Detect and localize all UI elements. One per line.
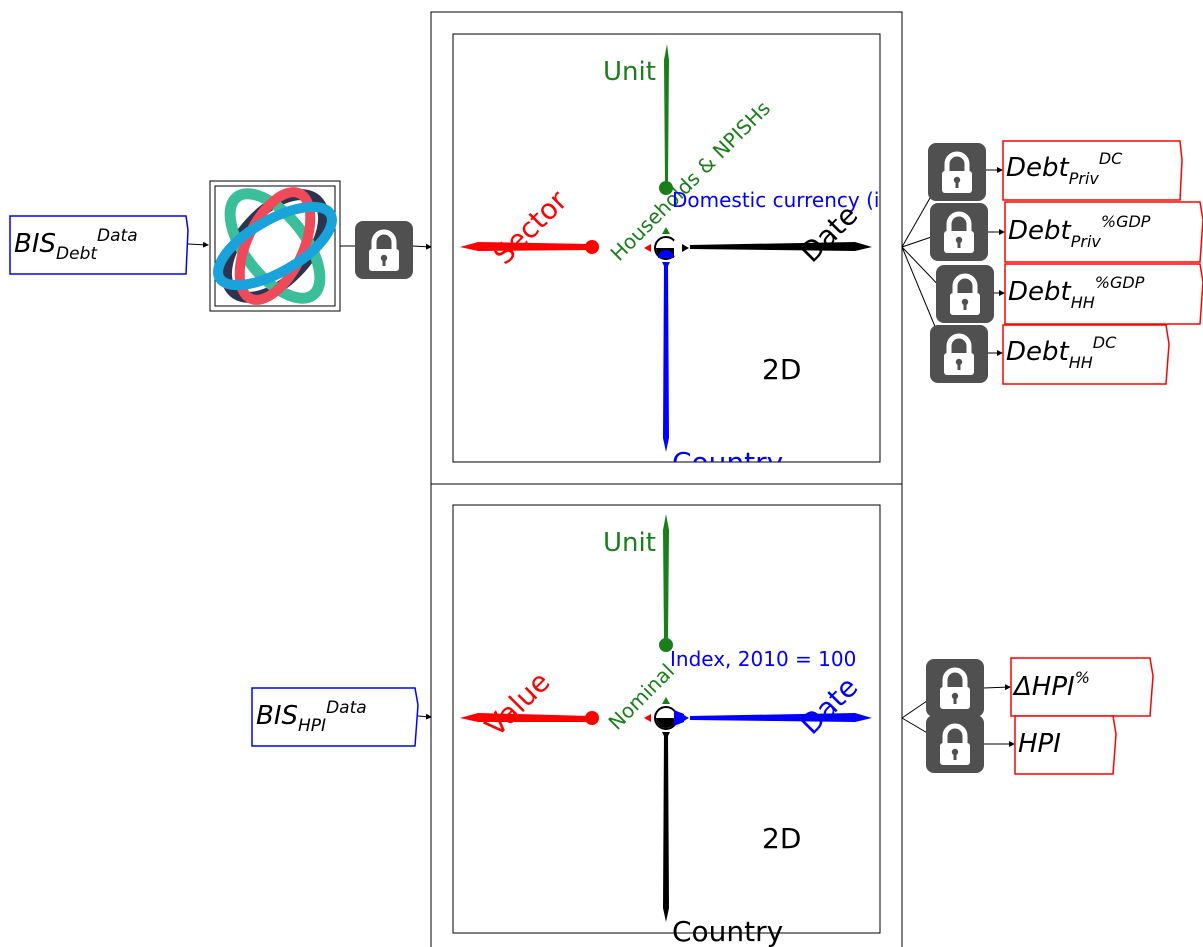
cube-label-bottom: 2D [762,822,801,855]
svg-text:ΔHPI%: ΔHPI% [1012,668,1090,702]
svg-text:DebtPrivDC: DebtPrivDC [1006,149,1123,188]
output-base: Debt [1008,216,1072,246]
lock-icon[interactable] [928,143,986,201]
output-sup: % [1075,668,1090,687]
filter-index-bottom: Index, 2010 = 100 [670,647,856,671]
svg-text:DebtPriv%GDP: DebtPriv%GDP [1008,212,1151,251]
output-sub: HH [1069,353,1093,372]
output-sub: HH [1071,293,1095,312]
output-tag-debt-priv-gdp[interactable]: DebtPriv%GDP [1004,201,1203,263]
axis-label-down-top: Country [672,446,783,479]
axis-label-up-top: Unit [603,57,656,87]
output-tag-hpi[interactable]: HPI [1014,715,1117,775]
output-tag-debt-hh-gdp[interactable]: DebtHH%GDP [1004,263,1203,325]
output-tag-hpi-pct[interactable]: ΔHPI% [1010,657,1154,717]
lock-icon[interactable] [355,221,413,279]
svg-text:BISDebtData: BISDebtData [14,226,138,264]
output-sup: %GDP [1101,212,1151,231]
lock-icon[interactable] [926,659,984,717]
source-tag-bis-hpi[interactable]: BISHPIData [251,687,419,747]
bis-logo-icon [209,180,341,312]
output-sub: Priv [1069,169,1100,188]
source-tag-sub: HPI [298,716,326,736]
source-tag-sub: Debt [56,244,98,264]
output-sup: DC [1093,333,1117,352]
output-tag-debt-hh-dc[interactable]: DebtHHDC [1002,324,1170,385]
output-sup: DC [1099,149,1123,168]
axis-label-up-bottom: Unit [603,528,656,558]
output-tag-debt-priv-dc[interactable]: DebtPrivDC [1002,140,1183,201]
svg-text:DebtHH%GDP: DebtHH%GDP [1008,273,1145,312]
cube-axes-top [460,44,872,452]
source-tag-base: BIS [256,701,298,731]
source-tag-base: BIS [14,229,56,259]
source-tag-sup: Data [97,226,138,246]
axis-label-down-bottom: Country [672,915,783,947]
output-base: HPI [1018,729,1061,759]
output-base: ΔHPI [1012,672,1075,702]
lock-icon[interactable] [926,715,984,773]
lock-icon[interactable] [930,203,988,261]
output-base: Debt [1006,337,1070,367]
filter-unit-top: Domestic currency (i [672,188,879,212]
output-sub: Priv [1071,232,1102,251]
output-base: Debt [1008,277,1072,307]
lock-icon[interactable] [930,325,988,383]
cube-axes-bottom [460,514,872,922]
lock-icon[interactable] [936,265,994,323]
svg-text:DebtHHDC: DebtHHDC [1006,333,1117,372]
output-base: Debt [1006,153,1070,183]
source-tag-sup: Data [326,698,367,718]
cube-label-top: 2D [762,353,801,386]
output-sup: %GDP [1095,273,1145,292]
source-tag-bis-debt[interactable]: BISDebtData [9,215,189,275]
svg-text:BISHPIData: BISHPIData [256,698,367,736]
